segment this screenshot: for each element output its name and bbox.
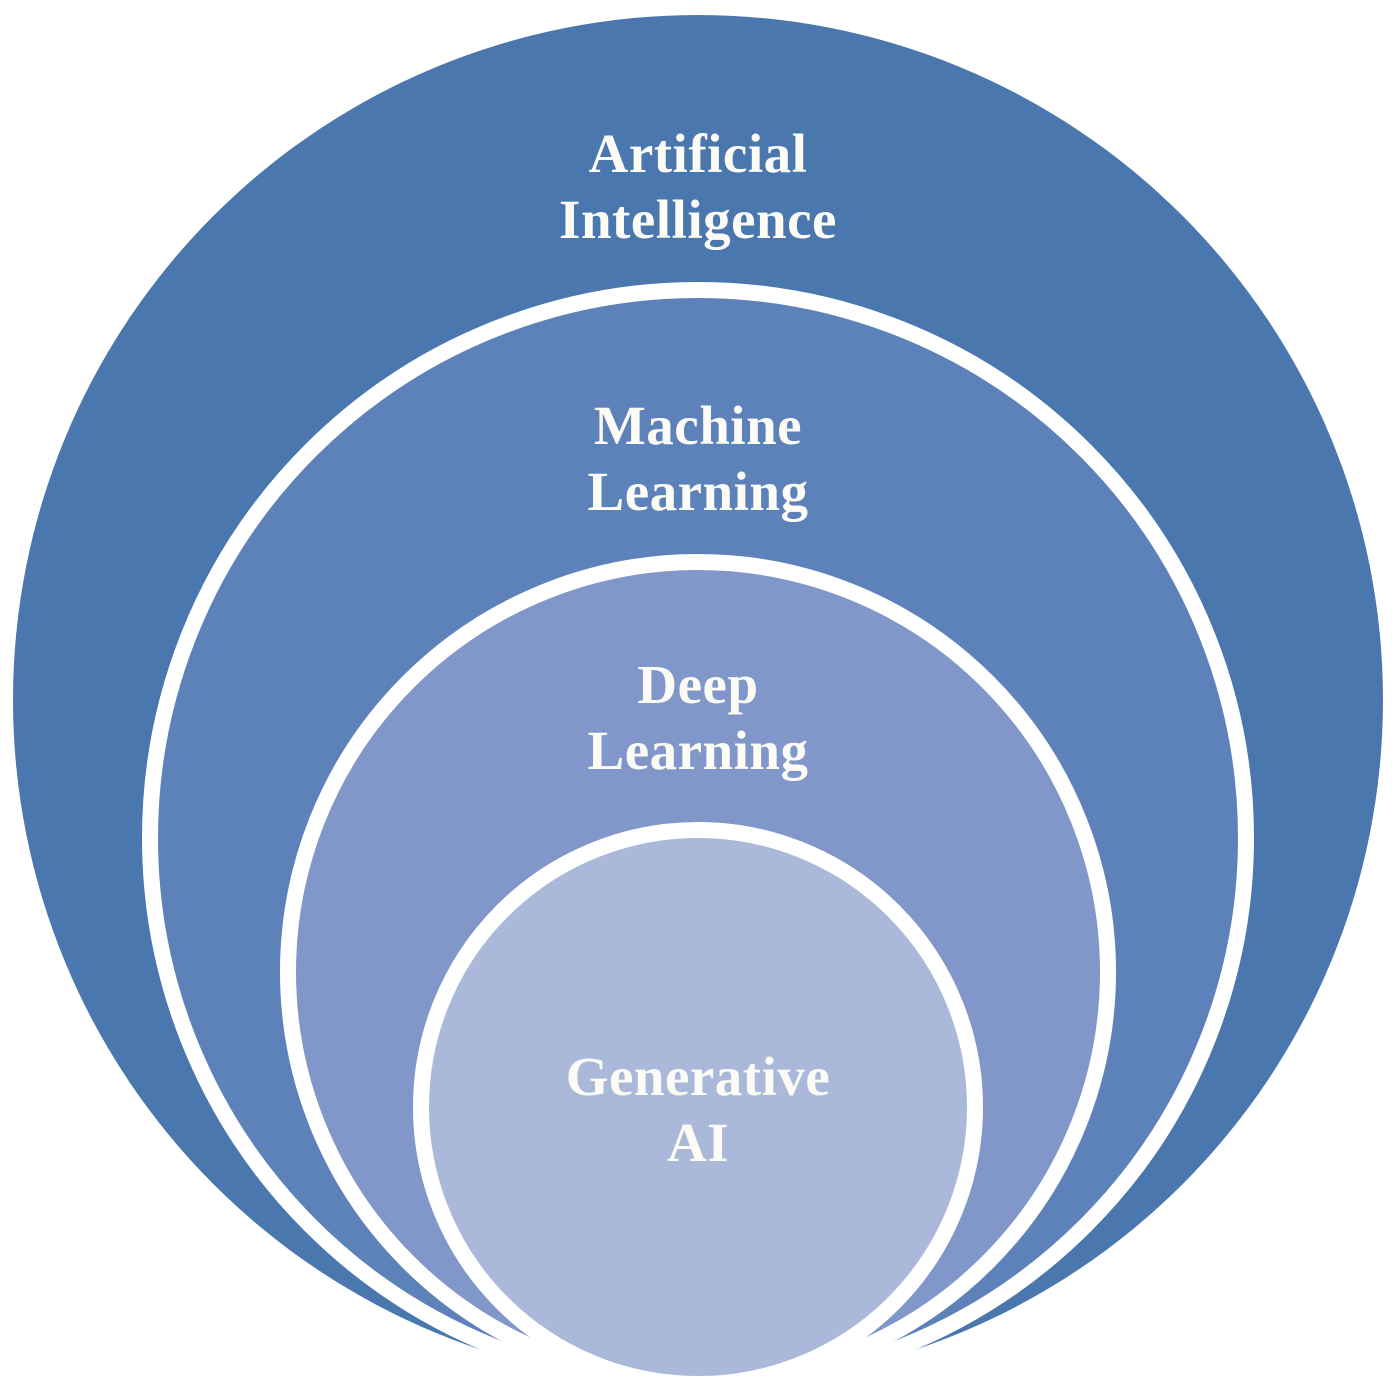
label-machine-learning: Machine Learning [587,395,809,522]
circle-generative-ai [413,822,983,1392]
label-artificial-intelligence: Artificial Intelligence [559,123,837,250]
label-deep-learning: Deep Learning [587,654,809,781]
label-generative-ai: Generative AI [565,1046,831,1173]
